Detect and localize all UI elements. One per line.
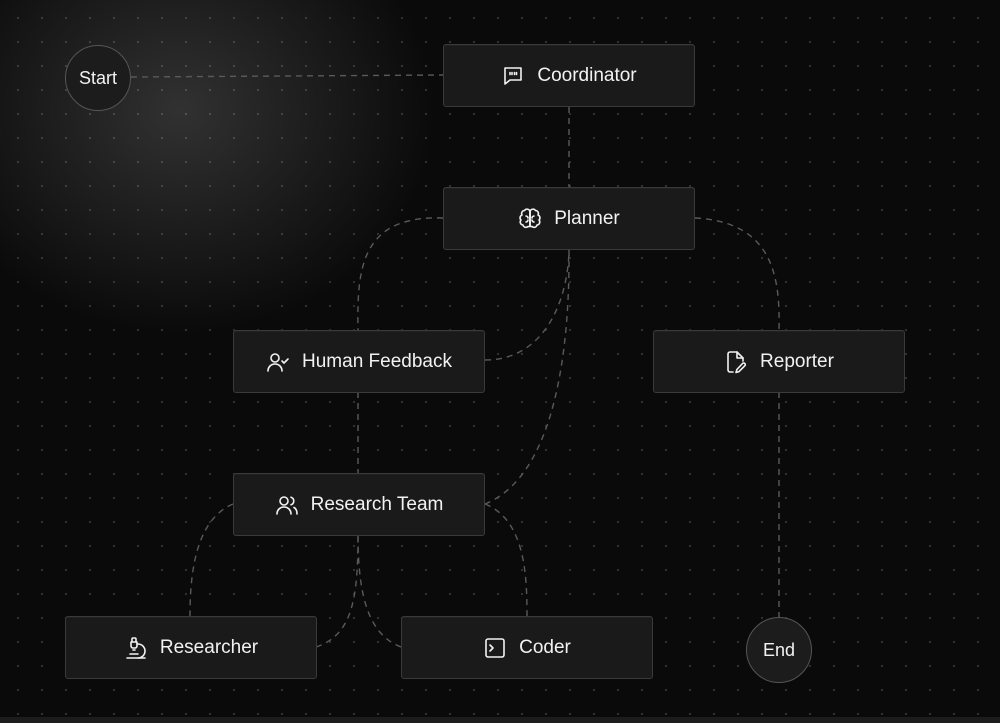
human-feedback-label: Human Feedback bbox=[302, 350, 452, 372]
coder-node[interactable]: Coder bbox=[401, 616, 653, 679]
reporter-label: Reporter bbox=[760, 350, 834, 372]
edge-planner-research-team bbox=[484, 249, 570, 505]
user-check-icon bbox=[266, 350, 290, 374]
research-team-label: Research Team bbox=[310, 493, 444, 515]
edge-start-coordinator bbox=[130, 74, 444, 78]
researcher-label: Researcher bbox=[159, 636, 259, 658]
start-node[interactable]: Start bbox=[65, 45, 131, 111]
edge-research-team-researcher bbox=[189, 503, 234, 617]
edge-human-feedback-planner bbox=[484, 249, 570, 361]
human-feedback-node[interactable]: Human Feedback bbox=[233, 330, 485, 393]
edge-planner-reporter bbox=[694, 217, 780, 331]
users-icon bbox=[275, 493, 299, 517]
edge-researcher-research-team bbox=[315, 534, 359, 648]
edge-research-team-coder bbox=[484, 503, 528, 617]
brain-icon bbox=[518, 207, 542, 231]
end-node[interactable]: End bbox=[746, 617, 812, 683]
planner-node[interactable]: Planner bbox=[443, 187, 695, 250]
coordinator-node[interactable]: Coordinator bbox=[443, 44, 695, 107]
planner-label: Planner bbox=[554, 207, 620, 229]
coordinator-label: Coordinator bbox=[537, 64, 637, 86]
chat-icon bbox=[501, 64, 525, 88]
microscope-icon bbox=[124, 636, 148, 660]
file-pen-icon bbox=[724, 350, 748, 374]
coder-label: Coder bbox=[519, 636, 571, 658]
end-label: End bbox=[762, 639, 796, 660]
terminal-icon bbox=[483, 636, 507, 660]
bottom-bar bbox=[0, 717, 1000, 723]
researcher-node[interactable]: Researcher bbox=[65, 616, 317, 679]
research-team-node[interactable]: Research Team bbox=[233, 473, 485, 536]
start-label: Start bbox=[78, 67, 117, 88]
edge-coder-research-team bbox=[357, 534, 402, 648]
reporter-node[interactable]: Reporter bbox=[653, 330, 905, 393]
edge-planner-human-feedback bbox=[357, 217, 444, 331]
